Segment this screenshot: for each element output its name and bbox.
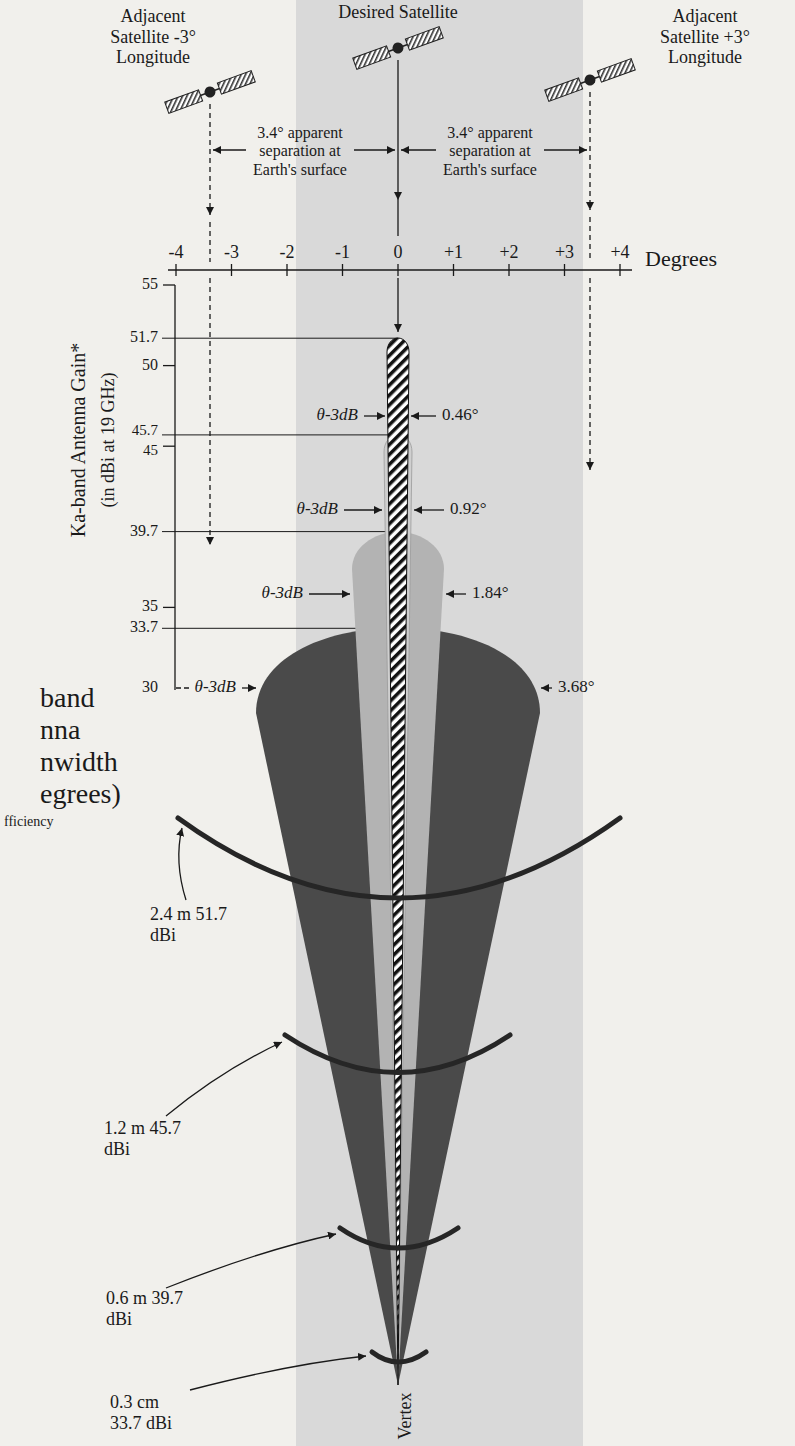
degree-tick: +1 bbox=[444, 242, 463, 263]
degree-tick: -1 bbox=[335, 242, 350, 263]
beamwidth-value: 0.92° bbox=[448, 499, 489, 519]
gain-tick: 55 bbox=[142, 275, 158, 293]
degree-tick: 0 bbox=[394, 242, 403, 263]
gain-tick: 50 bbox=[142, 356, 158, 374]
degree-tick: -4 bbox=[169, 242, 184, 263]
gain-tick: 30 bbox=[142, 678, 158, 696]
dish-label: 1.2 m 45.7 dBi bbox=[104, 1118, 184, 1159]
dish-arcs bbox=[178, 818, 620, 1362]
dish-label: 2.4 m 51.7 dBi bbox=[150, 904, 230, 945]
vertex-label: Vertex bbox=[395, 1391, 416, 1442]
caption-fragment: fficiency bbox=[4, 814, 54, 830]
degree-tick: +4 bbox=[610, 242, 629, 263]
degree-tick: -3 bbox=[224, 242, 239, 263]
caption-fragment: band bbox=[40, 682, 94, 714]
axis-title: Ka-band Antenna Gain* bbox=[67, 343, 90, 537]
degree-axis bbox=[168, 264, 632, 276]
axis-title: Degrees bbox=[645, 246, 717, 271]
beamwidth-value: 1.84° bbox=[470, 583, 511, 603]
separation-label: 3.4° apparent separation at Earth's surf… bbox=[250, 124, 350, 179]
caption-fragment: nna bbox=[40, 714, 80, 746]
axis-title: (in dBi at 19 GHz) bbox=[98, 373, 119, 508]
gain-tick: 33.7 bbox=[130, 618, 158, 636]
satellite-label: Adjacent Satellite +3° Longitude bbox=[646, 6, 764, 68]
satellite-label: Desired Satellite bbox=[338, 2, 457, 23]
gain-tick: 35 bbox=[142, 597, 158, 615]
separation-label: 3.4° apparent separation at Earth's surf… bbox=[440, 124, 540, 179]
gain-tick: 45.7 bbox=[132, 422, 158, 439]
dish-label: 0.3 cm 33.7 dBi bbox=[110, 1392, 190, 1433]
satellite-label: Adjacent Satellite -3° Longitude bbox=[94, 6, 212, 68]
beamwidth-symbol: θ-3dB bbox=[260, 583, 305, 603]
beamwidth-value: 0.46° bbox=[440, 405, 481, 425]
dish-label: 0.6 m 39.7 dBi bbox=[106, 1288, 186, 1329]
degree-tick: -2 bbox=[280, 242, 295, 263]
degree-tick: +2 bbox=[499, 242, 518, 263]
beamwidth-symbol: θ-3dB bbox=[315, 405, 360, 425]
gain-tick: 45 bbox=[143, 442, 158, 459]
beamwidth-symbol: θ-3dB bbox=[295, 499, 340, 519]
caption-fragment: egrees) bbox=[40, 778, 121, 810]
satellite-icons bbox=[165, 27, 636, 114]
beamwidth-value: 3.68° bbox=[556, 677, 597, 697]
antenna-beams bbox=[256, 338, 540, 1385]
gain-tick: 51.7 bbox=[130, 328, 158, 346]
degree-tick: +3 bbox=[555, 242, 574, 263]
beamwidth-arrows bbox=[242, 416, 552, 688]
caption-fragment: nwidth bbox=[40, 746, 118, 778]
gain-tick: 39.7 bbox=[130, 522, 158, 540]
beamwidth-symbol: θ-3dB bbox=[193, 677, 238, 697]
